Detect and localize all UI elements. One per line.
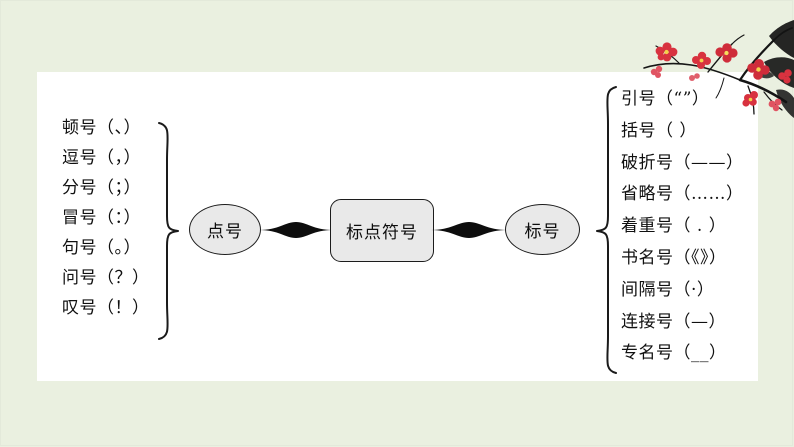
list-item: 叹号（！） xyxy=(62,298,150,318)
list-item: 间隔号（·） xyxy=(621,279,715,300)
list-item: 破折号（——） xyxy=(621,152,744,173)
list-item: 省略号（……） xyxy=(621,184,744,205)
list-item: 顿号（、） xyxy=(62,118,141,138)
node-biaohao[interactable]: 标号 xyxy=(505,204,580,255)
list-item: 分号（；） xyxy=(62,178,141,198)
node-dianhao[interactable]: 点号 xyxy=(189,204,261,255)
list-item: 着重号（ . ） xyxy=(621,216,727,237)
list-item: 问号（？） xyxy=(62,268,150,288)
list-item: 冒号（：） xyxy=(62,208,141,228)
node-biaohao-label: 标号 xyxy=(524,222,561,242)
list-item: 引号（“”） xyxy=(621,89,710,109)
list-item: 括号（ ） xyxy=(621,120,697,141)
node-punctuation-label: 标点符号 xyxy=(346,223,418,243)
node-dianhao-label: 点号 xyxy=(207,222,243,242)
list-item: 逗号（，） xyxy=(62,148,141,168)
list-item: 句号（。） xyxy=(62,238,141,258)
biaohao-list: 引号（“”） 括号（ ） 破折号（——） 省略号（……） 着重号（ . ） 书名… xyxy=(621,84,744,370)
list-item: 连接号（—） xyxy=(621,311,726,332)
dianhao-list: 顿号（、） 逗号（，） 分号（；） 冒号（：） 句号（。） 问号（？） 叹号（！… xyxy=(62,113,150,323)
list-item: 专名号（__） xyxy=(621,343,727,364)
node-punctuation[interactable]: 标点符号 xyxy=(330,199,434,262)
list-item: 书名号（《》） xyxy=(621,247,727,268)
